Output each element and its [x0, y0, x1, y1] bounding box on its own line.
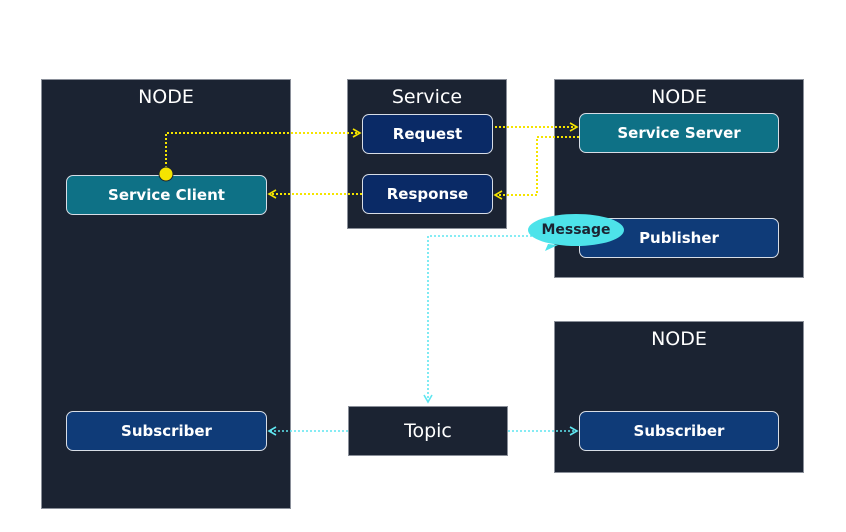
request-block: Request — [362, 114, 493, 154]
service-title: Service — [391, 86, 463, 108]
message-bubble-label: Message — [541, 222, 611, 238]
node-bottom-right-title: NODE — [651, 328, 707, 350]
node-left-title: NODE — [138, 86, 194, 108]
service-client-block: Service Client — [66, 175, 267, 215]
topic-box: Topic — [348, 406, 508, 456]
service-server-block: Service Server — [579, 113, 779, 153]
subscriber-block-right: Subscriber — [579, 411, 779, 451]
publisher-to-topic-arrow — [423, 235, 540, 404]
node-top-right-title: NODE — [651, 86, 707, 108]
response-block: Response — [362, 174, 493, 214]
subscriber-block-left: Subscriber — [66, 411, 267, 451]
